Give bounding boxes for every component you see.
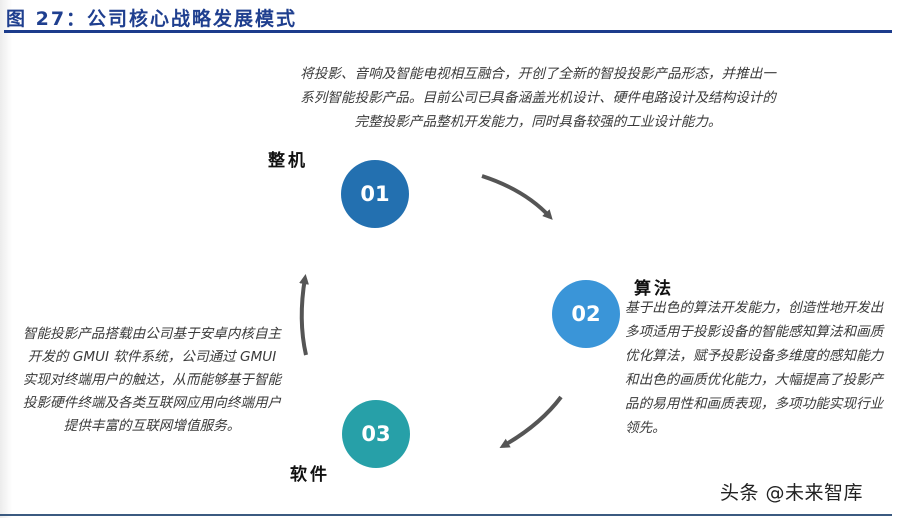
step-01-number: 01 xyxy=(360,182,390,206)
bottom-divider xyxy=(0,514,892,516)
step-03-description: 智能投影产品搭载由公司基于安卓内核自主开发的 GMUI 软件系统，公司通过 GM… xyxy=(22,326,282,434)
curved-arrow-down-right-icon xyxy=(481,174,553,220)
watermark: 头条 @未来智库 xyxy=(720,482,864,504)
step-01-description: 将投影、音响及智能电视相互融合，开创了全新的智投投影产品形态，并推出一系列智能投… xyxy=(300,66,776,130)
step-03-label: 软件 xyxy=(290,465,330,485)
step-02-circle: 02 xyxy=(552,280,620,348)
title-divider xyxy=(4,30,892,33)
step-02-number: 02 xyxy=(571,302,601,326)
step-03-circle: 03 xyxy=(342,400,410,468)
step-01-label: 整机 xyxy=(268,151,308,171)
curved-arrow-down-left-icon xyxy=(499,395,563,448)
step-01-circle: 01 xyxy=(341,160,409,228)
step-03-number: 03 xyxy=(361,422,391,446)
step-02-label: 算法 xyxy=(634,279,674,299)
figure-title: 图 27：公司核心战略发展模式 xyxy=(6,8,298,30)
page-edge-shadow xyxy=(0,0,12,518)
curved-arrow-up-icon xyxy=(299,274,309,356)
step-02-description: 基于出色的算法开发能力，创造性地开发出多项适用于投影设备的智能感知算法和画质优化… xyxy=(625,300,884,436)
